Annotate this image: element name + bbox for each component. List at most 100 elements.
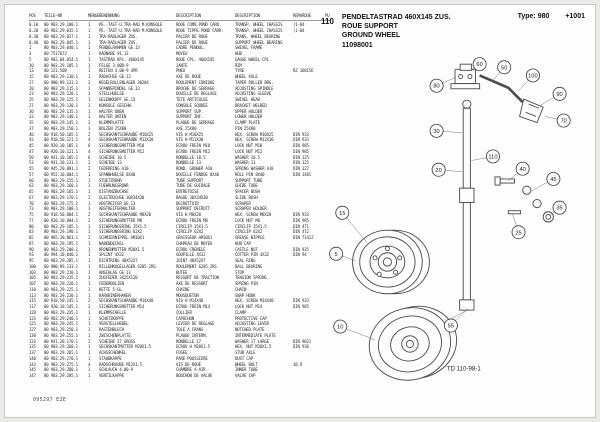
cell-part-no: 00 918.50.084.1 bbox=[44, 212, 78, 217]
cell-name-fr: FUSEE bbox=[176, 350, 188, 355]
cell-name-en: GREASE NIPPLE bbox=[235, 235, 265, 240]
cell-part-no: 80 903.29.225.1 bbox=[44, 286, 78, 292]
cell-name-en: HEX. SCREW M12X30 bbox=[235, 137, 274, 143]
cell-name-de: NABENDECKEL bbox=[99, 240, 124, 246]
cell-name-fr: DOUILLE FENDUE 8X40 bbox=[176, 171, 219, 177]
cell-part-no: 80 903.29.190.1 bbox=[44, 229, 78, 235]
parts-table-body: 0.10 80 903.29.100.1 1 PE.-TAST-U.TRA-RA… bbox=[29, 22, 331, 379]
cell-name-fr: AXE 25X80 bbox=[176, 125, 197, 131]
header-qty: MENGE bbox=[88, 13, 99, 18]
cell-remark: DIN 985 bbox=[293, 304, 309, 309]
cell-pos: 5 bbox=[29, 56, 32, 62]
cell-pos: 145 bbox=[29, 367, 36, 373]
callout-number: 40 bbox=[519, 167, 525, 173]
cell-name-fr: CHAMBRE A AIR bbox=[176, 367, 206, 373]
table-row: 107 80 903.29.220.1 1 FEDERBOLZEN AXE DE… bbox=[29, 281, 331, 287]
cell-name-de: KEGELROLLENLAGER 30204 bbox=[99, 79, 149, 85]
cell-name-de: SICHERUNGSRING 62X2 bbox=[99, 229, 142, 235]
cell-part-no: 80 903.29.155.1 bbox=[44, 177, 78, 183]
cell-pos: 87 bbox=[29, 240, 34, 246]
bottom-wheel bbox=[368, 305, 458, 381]
cell-qty: 1 bbox=[88, 355, 91, 361]
cell-name-en: ADJUSTING SPINDLE bbox=[235, 85, 274, 91]
cell-name-de: SICHERUNGSMUTTER M14 bbox=[99, 304, 145, 309]
callout-balloon-30 bbox=[429, 123, 444, 138]
cell-name-fr: AXE DE ROUE bbox=[176, 74, 201, 79]
table-row: 40 00 918.50.105.1 2 SECHSKANTSCHRAUBE M… bbox=[29, 132, 331, 138]
table-row: 30 80 903.29.135.1 1 HALTER OBEN SUPPORT… bbox=[29, 109, 331, 115]
cell-part-no: 80 903.29.135.1 bbox=[44, 108, 78, 114]
cell-name-de: ZWISCHENPLATTE bbox=[99, 332, 131, 338]
cell-qty: 1 bbox=[88, 171, 91, 177]
cell-pos: 40 bbox=[29, 131, 34, 137]
type-label: Type: 980 bbox=[517, 13, 550, 20]
cell-name-fr: DOUILLE DE REGLAGE bbox=[176, 91, 217, 97]
cell-pos: 53 bbox=[29, 160, 34, 166]
cell-qty: 2 bbox=[88, 120, 91, 125]
cell-pos: 85 bbox=[29, 235, 34, 240]
cell-pos: 135 bbox=[29, 344, 36, 350]
cell-name-en: CHAIN bbox=[235, 286, 247, 292]
table-row: 5 80 902.04.054.1 1 TASTRAD KPL. 460X145… bbox=[29, 57, 331, 63]
cell-name-en: SPRING PIN bbox=[235, 281, 258, 286]
cell-name-en: STUB AXLE bbox=[235, 350, 256, 355]
title-german: PENDELTASTRAD 460X145 ZUS. bbox=[341, 14, 451, 21]
cell-name-en: GAUGE WHEEL CPL. bbox=[235, 56, 272, 62]
table-row: 77 00 920.10.084.1 2 SICHERUNGSMUTTER M8… bbox=[29, 218, 331, 224]
middle-wheel bbox=[352, 229, 430, 295]
cell-name-en: UPPER HOLDER bbox=[235, 108, 263, 114]
cell-qty: 1 bbox=[88, 344, 91, 350]
document-code: 095297 E2E bbox=[33, 397, 67, 403]
cell-name-fr: PALIER DE ROUE bbox=[176, 39, 208, 45]
cell-pos: 133 bbox=[29, 338, 36, 344]
cell-remark: DIN 933 bbox=[293, 298, 309, 304]
table-row: 25 80 903.29.125.1 1 GELENKKOPF GE.13 TE… bbox=[29, 97, 331, 103]
cell-part-no: 00 918.50.121.1 bbox=[44, 137, 78, 143]
cell-pos: 1 bbox=[29, 45, 32, 51]
cell-name-en: HEX. NUT M20X1.5 bbox=[235, 344, 272, 350]
cell-name-fr: BROCHE DE SERRAGE bbox=[176, 85, 215, 91]
cell-qty: 1 bbox=[88, 200, 91, 206]
header-name-de: BENENNUNG bbox=[99, 13, 120, 18]
cell-name-en: BRACKET WELDED bbox=[235, 102, 267, 108]
callout-number: 5 bbox=[335, 252, 338, 258]
cell-name-de: SECHSKANTSCHRAUBE M8X20 bbox=[99, 212, 151, 217]
parts-table-header: POS TEILE-NR MENGE BENENNUNG DESCRIPTION… bbox=[29, 13, 331, 21]
cell-qty: 2 bbox=[88, 194, 91, 200]
cell-remark: (1-04 bbox=[293, 28, 305, 33]
cell-name-en: COTTER PIN 4X32 bbox=[235, 252, 269, 258]
cell-name-en: INTERMEDIATE PLATE bbox=[235, 332, 276, 338]
table-row: 137 80 903.29.265.1 1 ACHSSCHENKEL FUSEE… bbox=[29, 350, 331, 356]
cell-name-fr: GRAISSEUR AM10X1 bbox=[176, 235, 213, 240]
cell-name-de: FELGE 3.00D-9 bbox=[99, 62, 129, 68]
cell-part-no: 80 903.29.250.1 bbox=[44, 327, 78, 332]
table-row: 117 00 920.10.145.1 2 SICHERUNGSMUTTER M… bbox=[29, 304, 331, 310]
cell-part-no: 00 941.10.131.1 bbox=[44, 160, 78, 166]
cell-name-de: VENTILKAPPE bbox=[99, 373, 124, 378]
cell-name-de: TASTRAD KPL. 460X145 bbox=[99, 56, 145, 62]
header-pu: PU bbox=[325, 13, 330, 18]
cell-qty: 1 bbox=[88, 97, 91, 102]
cell-name-en: TRANS. WHEEL BEARING bbox=[235, 33, 281, 39]
cell-name-de: ANSCHLAG GE.13 bbox=[99, 269, 131, 275]
cell-part-no: 00 918.50.105.1 bbox=[44, 131, 78, 137]
cell-name-fr: JOINT 40X52X7 bbox=[176, 258, 206, 263]
cell-qty: 1 bbox=[88, 223, 91, 229]
cell-name-de: BOLZEN 25X80 bbox=[99, 125, 127, 131]
drawing-reference: TD 110-98-1 bbox=[447, 366, 482, 373]
cell-name-de: SCHEIBE 10.5 bbox=[99, 154, 127, 160]
cell-remark: DIN 933 bbox=[293, 212, 309, 217]
cell-name-de: SECHSKANTSCHRAUBE M14X40 bbox=[99, 298, 154, 304]
catalog-page: POS TEILE-NR MENGE BENENNUNG DESCRIPTION… bbox=[4, 4, 596, 418]
table-row: 135 80 903.29.260.1 1 SECHSKANTMUTTER M2… bbox=[29, 344, 331, 350]
cell-name-fr: VIS DE ROUE bbox=[176, 361, 201, 367]
cell-name-fr: VIS H M12X30 bbox=[176, 137, 204, 143]
cell-pos: 127 bbox=[29, 327, 36, 332]
cell-qty: 2 bbox=[88, 217, 91, 223]
cell-name-fr: ECROU FREIN M12 bbox=[176, 148, 210, 154]
cell-pos: 25 bbox=[29, 97, 34, 102]
cell-name-fr: RESSORT DE TRACTION bbox=[176, 275, 219, 281]
cell-name-fr: VIS H M14X40 bbox=[176, 298, 204, 304]
cell-pos: 110 bbox=[29, 286, 36, 292]
